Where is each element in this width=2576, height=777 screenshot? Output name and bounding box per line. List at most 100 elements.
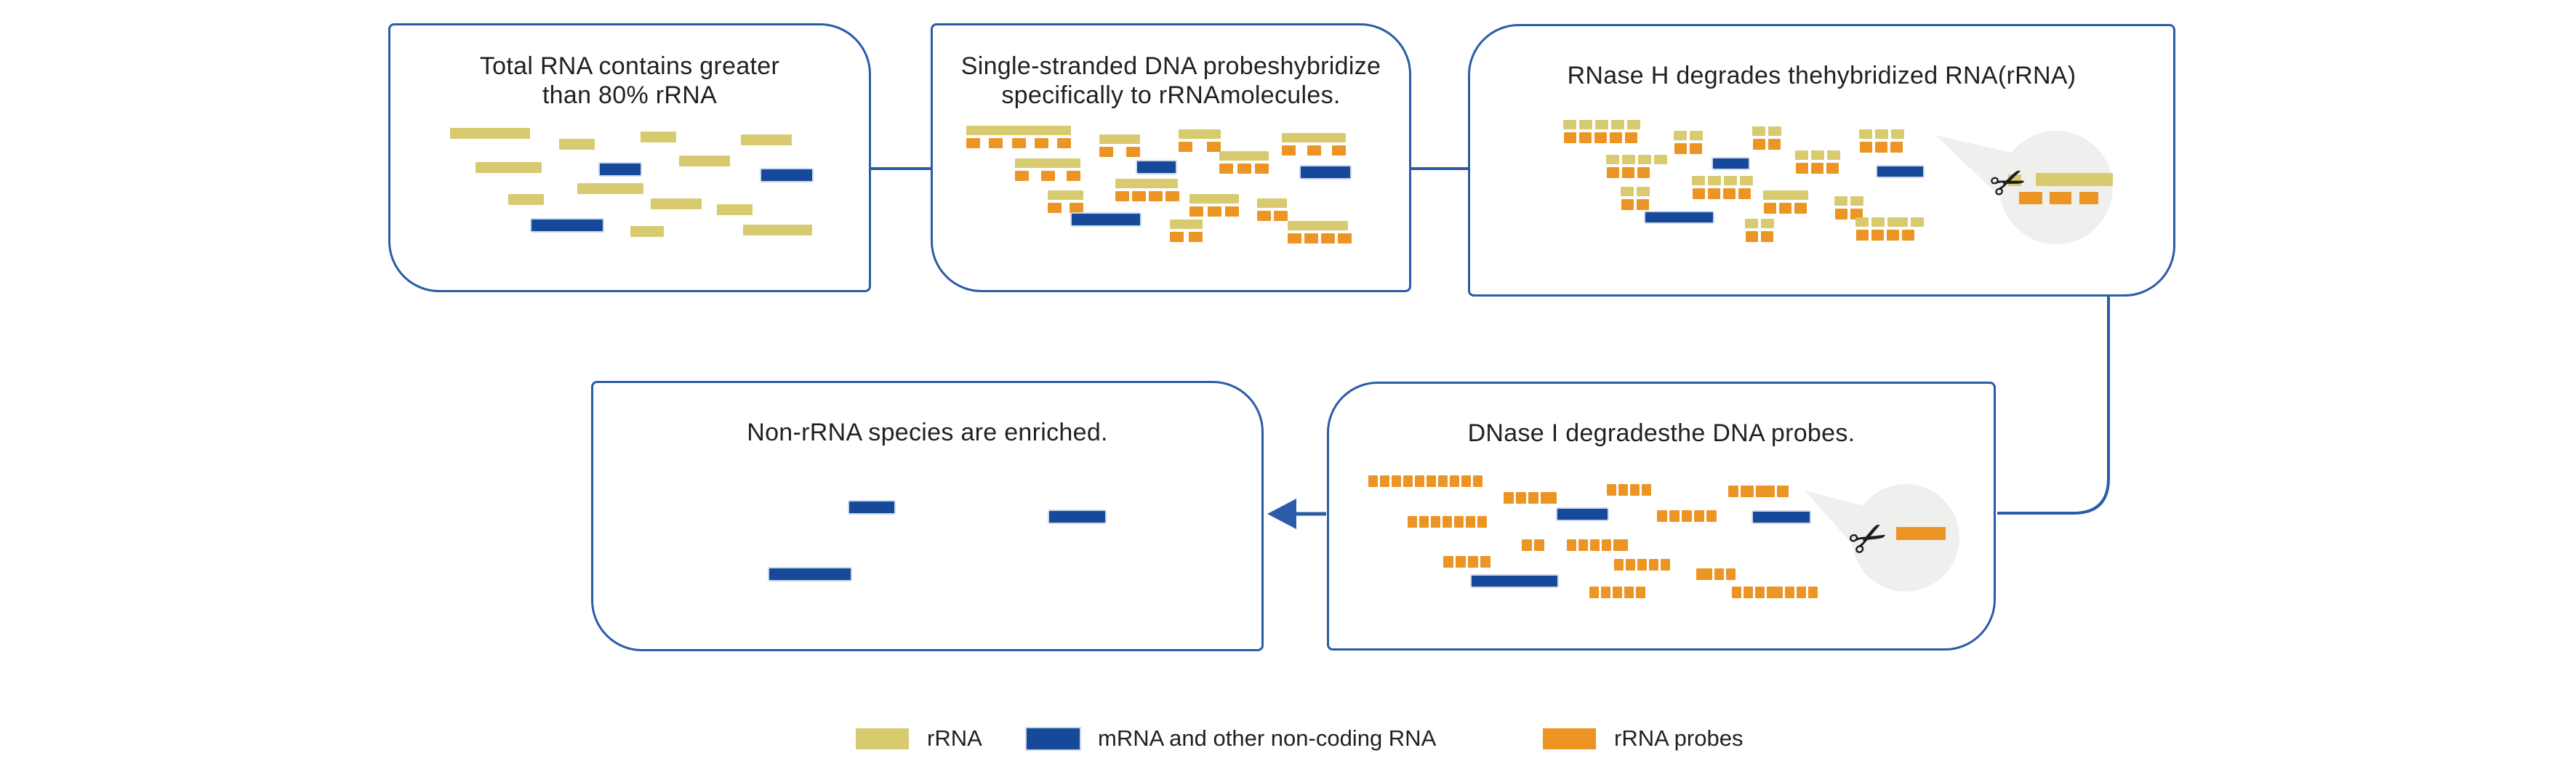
probe-square xyxy=(1332,145,1346,156)
rrna-fragment xyxy=(1579,120,1592,129)
probe-square xyxy=(1669,510,1680,522)
probe-square xyxy=(1610,132,1622,143)
probe-square xyxy=(2050,192,2071,204)
panel-title-line: than 80% rRNA xyxy=(542,81,718,109)
probe-square xyxy=(1126,147,1140,157)
probe-square xyxy=(1621,199,1634,210)
probe-square xyxy=(1516,492,1526,504)
probe-square xyxy=(1732,587,1741,598)
legend-label: mRNA and other non-coding RNA xyxy=(1098,725,1437,751)
scissors-icon: ✂ xyxy=(1839,506,1898,571)
probe-square xyxy=(1255,164,1269,174)
probe-square xyxy=(1189,206,1203,217)
mrna-bar xyxy=(1645,212,1713,222)
probe-square xyxy=(1541,492,1557,504)
legend-item-probe: rRNA probes xyxy=(1543,725,1743,752)
rrna-bar xyxy=(679,156,730,166)
mrna-bar xyxy=(849,502,894,513)
rrna-fragment xyxy=(1745,219,1758,228)
probe-square xyxy=(1257,211,1271,221)
rrna-fragment xyxy=(1611,120,1624,129)
probe-square xyxy=(1225,206,1239,217)
probe-square xyxy=(1835,209,1847,220)
probe-square xyxy=(1856,230,1869,241)
rrna-fragment xyxy=(1887,217,1908,227)
probe-square xyxy=(1896,527,1946,540)
probe-square xyxy=(1756,486,1775,497)
probe-square xyxy=(1622,167,1634,178)
probe-square xyxy=(1534,539,1544,551)
rrna-fragment xyxy=(1621,187,1634,196)
legend-label: rRNA xyxy=(927,725,982,751)
rrna-fragment xyxy=(1811,150,1824,160)
probe-square xyxy=(1826,163,1839,174)
rrna-fragment xyxy=(1692,176,1705,185)
probe-square xyxy=(1618,484,1628,496)
rrna-fragment xyxy=(1622,155,1635,164)
probe-square xyxy=(1594,132,1607,143)
rrna-fragment xyxy=(1637,187,1650,196)
probe-square xyxy=(1443,516,1452,528)
probe-square xyxy=(1454,516,1464,528)
rrna-bar xyxy=(1179,129,1221,139)
probe-square xyxy=(1057,138,1071,148)
panel-title-line: DNase I degradesthe DNA probes. xyxy=(1467,419,1855,447)
probe-square xyxy=(1179,142,1192,152)
probe-square xyxy=(1744,587,1753,598)
flow-arrowhead-icon xyxy=(1267,499,1296,529)
probe-square xyxy=(1473,475,1482,487)
probe-square xyxy=(1070,203,1083,213)
probe-square xyxy=(1522,539,1532,551)
probe-square xyxy=(1637,167,1650,178)
rrna-fragment xyxy=(1674,131,1687,140)
probe-square xyxy=(1642,484,1651,496)
probe-square xyxy=(1850,209,1863,220)
probe-square xyxy=(1741,486,1754,497)
probe-square xyxy=(1307,145,1321,156)
rrna-fragment xyxy=(1627,120,1640,129)
probe-square xyxy=(989,138,1003,148)
legend-swatch-mrna xyxy=(1027,728,1080,749)
probe-square xyxy=(1321,233,1335,243)
mrna-bar xyxy=(769,568,851,580)
probe-square xyxy=(1728,486,1738,497)
scissors-icon: ✂ xyxy=(1983,153,2034,212)
probe-square xyxy=(1450,475,1459,487)
probe-square xyxy=(1613,587,1622,598)
probe-square xyxy=(2079,192,2098,204)
probe-square xyxy=(1067,171,1080,181)
panel-connector-elbow xyxy=(1997,297,2110,515)
probe-square xyxy=(1626,559,1635,571)
probe-square xyxy=(1796,163,1808,174)
probe-square xyxy=(1768,139,1781,150)
panel-dnase-i: ✂ DNase I degradesthe DNA probes. xyxy=(1327,382,1996,651)
rrna-bar xyxy=(2036,173,2113,186)
rrna-fragment xyxy=(1752,126,1765,136)
mrna-bar xyxy=(531,220,603,231)
rrna-bar xyxy=(450,128,530,139)
probe-square xyxy=(1415,475,1424,487)
probe-square xyxy=(1466,516,1475,528)
legend-swatch-probe xyxy=(1543,728,1596,749)
rrna-bar xyxy=(651,198,702,209)
probe-square xyxy=(1808,587,1818,598)
probe-square xyxy=(1607,484,1616,496)
mrna-bar xyxy=(1301,166,1350,178)
rrna-fragment xyxy=(1638,155,1651,164)
legend-swatch-rrna xyxy=(856,728,909,749)
probe-square xyxy=(1797,587,1806,598)
mrna-bar xyxy=(600,164,641,175)
probe-square xyxy=(1015,171,1029,181)
probe-square xyxy=(1207,206,1221,217)
probe-square xyxy=(1443,556,1453,568)
probe-square xyxy=(1875,142,1887,153)
probe-square xyxy=(1785,587,1794,598)
rrna-bar xyxy=(1170,220,1203,229)
rrna-bar xyxy=(508,194,544,205)
probe-square xyxy=(1419,516,1429,528)
probe-square xyxy=(1170,232,1184,242)
probe-square xyxy=(1578,539,1588,551)
